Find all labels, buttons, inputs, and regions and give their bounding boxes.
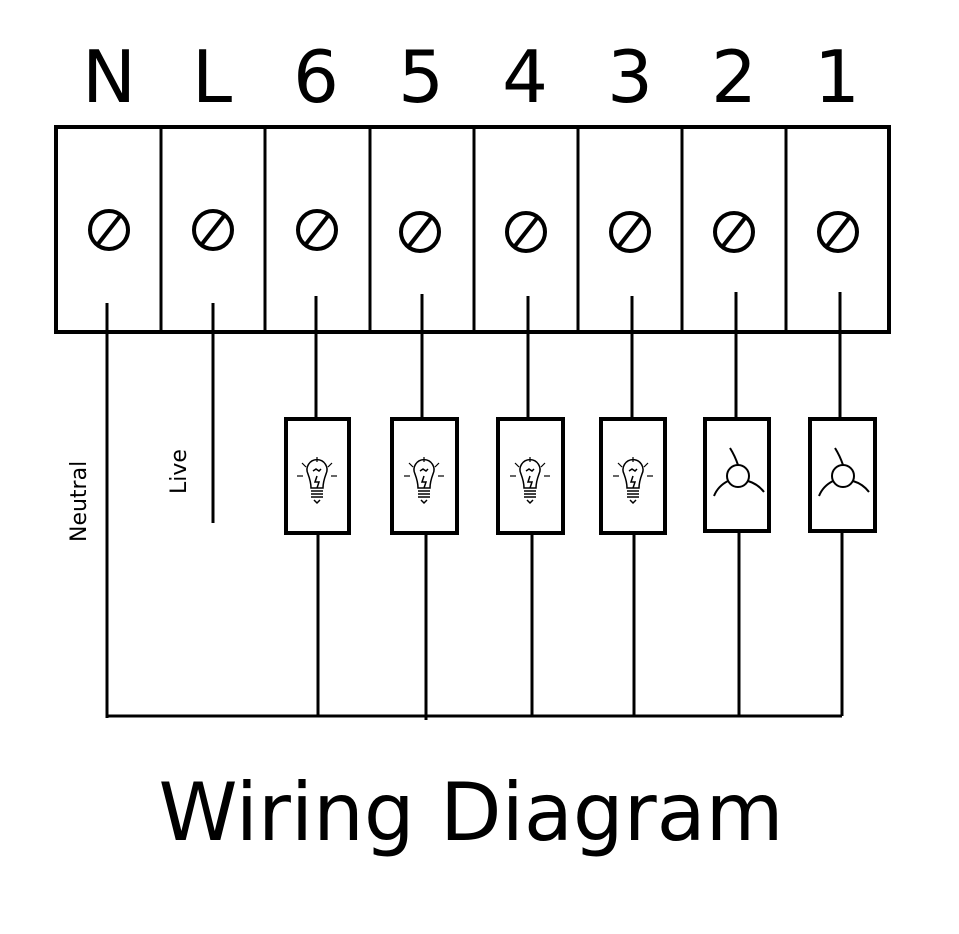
light-bulb-icon [297, 457, 337, 505]
lamp-load-6 [284, 417, 351, 535]
terminal-label-4: 4 [502, 35, 548, 119]
fan-load-2 [703, 417, 771, 533]
lamp-load-4 [496, 417, 565, 535]
lamp-load-3 [599, 417, 667, 535]
screw-icon [713, 211, 755, 253]
fan-icon [818, 447, 870, 497]
light-bulb-icon [510, 457, 550, 505]
live-label: Live [167, 449, 192, 494]
loads [284, 417, 877, 535]
terminal-label-6: 6 [293, 35, 339, 119]
neutral-label: Neutral [67, 461, 92, 542]
terminal-label-5: 5 [398, 35, 444, 119]
terminal-label-l: L [192, 35, 232, 119]
diagram-title: Wiring Diagram [158, 766, 783, 859]
terminal-label-3: 3 [607, 35, 653, 119]
terminal-labels: N L 6 5 4 3 2 1 [82, 35, 860, 119]
terminal-label-1: 1 [814, 35, 860, 119]
light-bulb-icon [613, 457, 653, 505]
terminal-label-2: 2 [711, 35, 757, 119]
fan-load-1 [808, 417, 877, 533]
screws [88, 209, 859, 253]
screw-icon [399, 211, 441, 253]
wires [105, 292, 844, 720]
screw-icon [817, 211, 859, 253]
screw-icon [609, 211, 651, 253]
screw-icon [88, 209, 130, 251]
screw-icon [296, 209, 338, 251]
terminal-block [54, 125, 891, 334]
screw-icon [192, 209, 234, 251]
light-bulb-icon [404, 457, 444, 505]
terminal-label-n: N [82, 35, 136, 119]
fan-icon [713, 447, 765, 497]
screw-icon [505, 211, 547, 253]
lamp-load-5 [390, 417, 459, 535]
